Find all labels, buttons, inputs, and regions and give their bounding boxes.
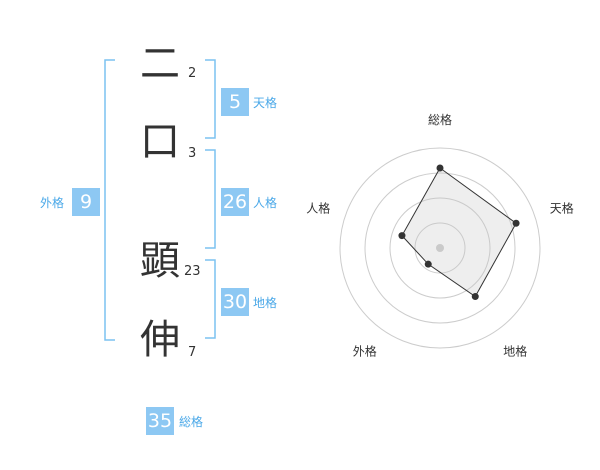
chi-bracket — [205, 259, 216, 339]
ten-kaku-label: 天格 — [253, 96, 278, 110]
radar-ring — [389, 197, 491, 299]
stroke-count-4: 7 — [188, 345, 197, 360]
radar-axis-label-3: 地格 — [503, 344, 527, 359]
sou-kaku-label: 総格 — [179, 415, 204, 429]
outer-bracket — [104, 59, 115, 341]
radar-axis-label-4: 外格 — [353, 344, 377, 359]
jin-kaku-label: 人格 — [253, 196, 278, 210]
radar-point-5 — [398, 232, 406, 240]
radar-axis-label-2: 天格 — [550, 200, 574, 215]
stroke-count-3: 23 — [184, 264, 201, 279]
name-char-4: 伸 — [140, 317, 180, 363]
stroke-count-2: 3 — [188, 146, 197, 161]
gai-kaku-value: 9 — [72, 188, 100, 216]
ten-bracket — [205, 59, 216, 139]
name-char-1: 二 — [140, 41, 180, 87]
chi-kaku-label: 地格 — [253, 296, 278, 310]
gai-kaku-label: 外格 — [40, 196, 65, 210]
radar-point-4 — [424, 260, 432, 268]
name-char-2: 口 — [140, 119, 180, 165]
ten-kaku-value: 5 — [221, 88, 249, 116]
jin-kaku-value: 26 — [221, 188, 249, 216]
jin-bracket — [205, 149, 216, 249]
chi-kaku-value: 30 — [221, 288, 249, 316]
stroke-count-1: 2 — [188, 66, 197, 81]
radar-ring — [339, 147, 541, 349]
name-char-3: 顕 — [140, 238, 180, 284]
radar-center — [436, 244, 444, 252]
radar-series-polygon — [401, 167, 517, 298]
radar-axis-label-1: 総格 — [428, 112, 452, 127]
radar-axis-label-5: 人格 — [306, 200, 330, 215]
radar-ring — [364, 172, 516, 324]
sou-kaku-value: 35 — [146, 407, 174, 435]
radar-point-3 — [471, 293, 479, 301]
radar-point-2 — [512, 219, 520, 227]
radar-ring — [414, 222, 466, 274]
radar-point-1 — [436, 164, 444, 172]
